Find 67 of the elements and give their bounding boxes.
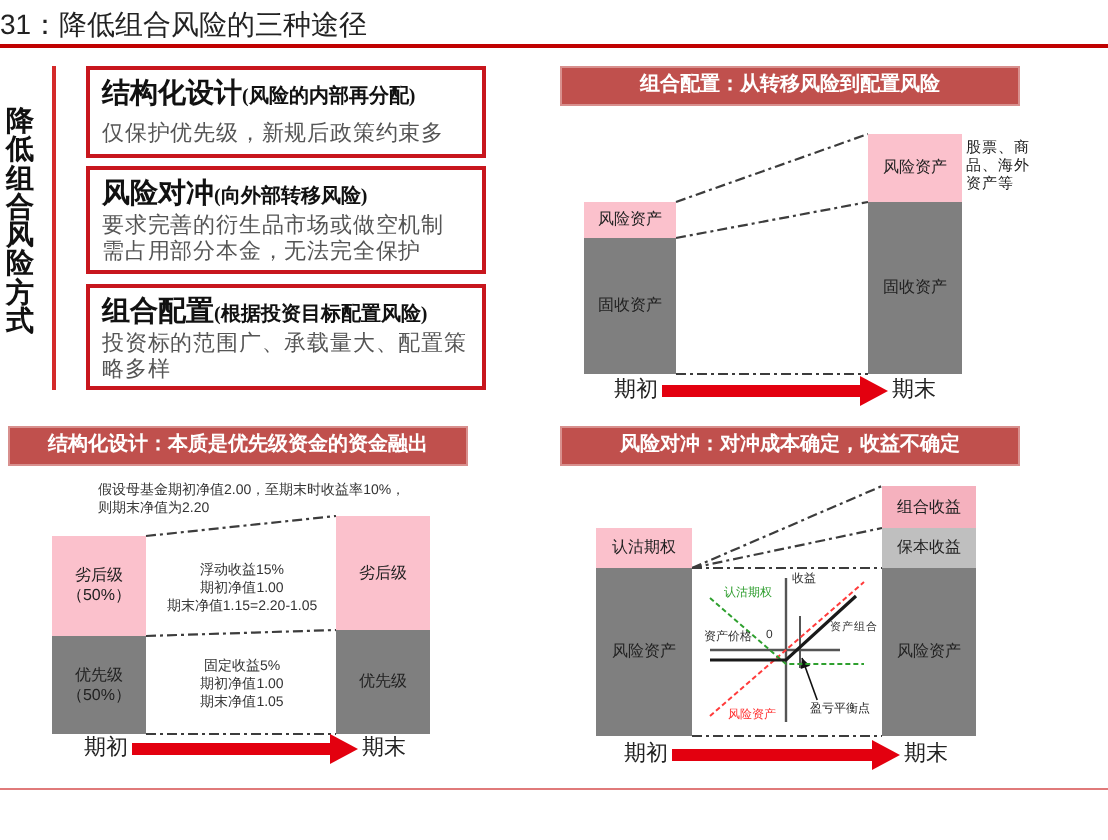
box-subheading: (根据投资目标配置风险) (214, 304, 428, 326)
box-subheading: (向外部转移风险) (214, 186, 368, 208)
dashed-guide-line (692, 734, 882, 738)
arrow (662, 376, 888, 406)
segment-label: 保本收益 (897, 538, 961, 558)
segment-label: 优先级 (75, 665, 123, 685)
box-description: 投资标的范围广、承载量大、配置策略多样 (102, 332, 469, 384)
period-label: 期初 (80, 736, 132, 762)
junior-tranche-segment (336, 516, 430, 630)
method-box (86, 66, 486, 158)
box-subheading: (风险的内部再分配) (242, 86, 416, 108)
method-box (86, 284, 486, 390)
segment-label: 风险资产 (598, 210, 662, 230)
panel-heading: 组合配置：从转移风险到配置风险 (640, 74, 940, 98)
box-heading: 风险对冲 (102, 180, 214, 210)
segment-share-label: （50%） (66, 685, 131, 705)
segment-label: 风险资产 (897, 642, 961, 662)
dashed-guide-line (691, 526, 883, 570)
box-heading: 结构化设计 (102, 80, 242, 110)
header-band (8, 426, 468, 466)
header-band (560, 66, 1020, 106)
dashed-guide-line (691, 485, 883, 569)
arrow (132, 734, 358, 764)
segment-label: 劣后级 (359, 563, 407, 583)
dashed-guide-line (145, 514, 337, 538)
period-label: 期末 (900, 742, 952, 768)
portfolio-return-segment (882, 486, 976, 528)
senior-tranche-segment (52, 636, 146, 734)
box-description: 仅保护优先级，新规后政策约束多 (102, 122, 444, 148)
dashed-guide-line (676, 372, 868, 376)
leader-line (800, 657, 818, 701)
header-band (560, 426, 1020, 466)
period-label: 期末 (888, 378, 940, 404)
dashed-guide-line (675, 132, 869, 204)
guaranteed-return-segment (882, 528, 976, 568)
dashed-guide-line (675, 200, 869, 240)
risky-asset-segment (596, 568, 692, 736)
vertical-heading: 降低组合风险方式 (4, 110, 36, 339)
arrow (672, 740, 900, 770)
period-label: 期末 (358, 736, 410, 762)
segment-label: 风险资产 (883, 158, 947, 178)
box-description: 要求完善的衍生品市场或做空机制需占用部分本金，无法完全保护 (102, 214, 446, 266)
fixed-income-segment (584, 238, 676, 374)
segment-label: 固收资产 (883, 278, 947, 298)
junior-tranche-segment (52, 536, 146, 636)
risky-asset-segment (584, 202, 676, 238)
risky-asset-segment (882, 568, 976, 736)
period-label: 期初 (610, 378, 662, 404)
dashed-guide-line (145, 628, 337, 638)
segment-label: 劣后级 (75, 566, 123, 586)
segment-label: 认沽期权 (612, 538, 676, 558)
segment-label: 风险资产 (612, 642, 676, 662)
figure-title: 31：降低组合风险的三种途径 (0, 8, 368, 40)
fixed-income-segment (868, 202, 962, 374)
segment-share-label: （50%） (66, 586, 131, 606)
segment-label: 组合收益 (897, 497, 961, 517)
dashed-guide-line (692, 566, 882, 570)
panel-heading: 结构化设计：本质是优先级资金的资金融出 (48, 434, 428, 458)
segment-label: 固收资产 (598, 296, 662, 316)
dashed-guide-line (146, 732, 336, 736)
method-box (86, 166, 486, 274)
box-heading: 组合配置 (102, 298, 214, 328)
senior-tranche-segment (336, 630, 430, 734)
period-label: 期初 (620, 742, 672, 768)
segment-label: 优先级 (359, 672, 407, 692)
panel-heading: 风险对冲：对冲成本确定，收益不确定 (620, 434, 960, 458)
put-option-segment (596, 528, 692, 568)
